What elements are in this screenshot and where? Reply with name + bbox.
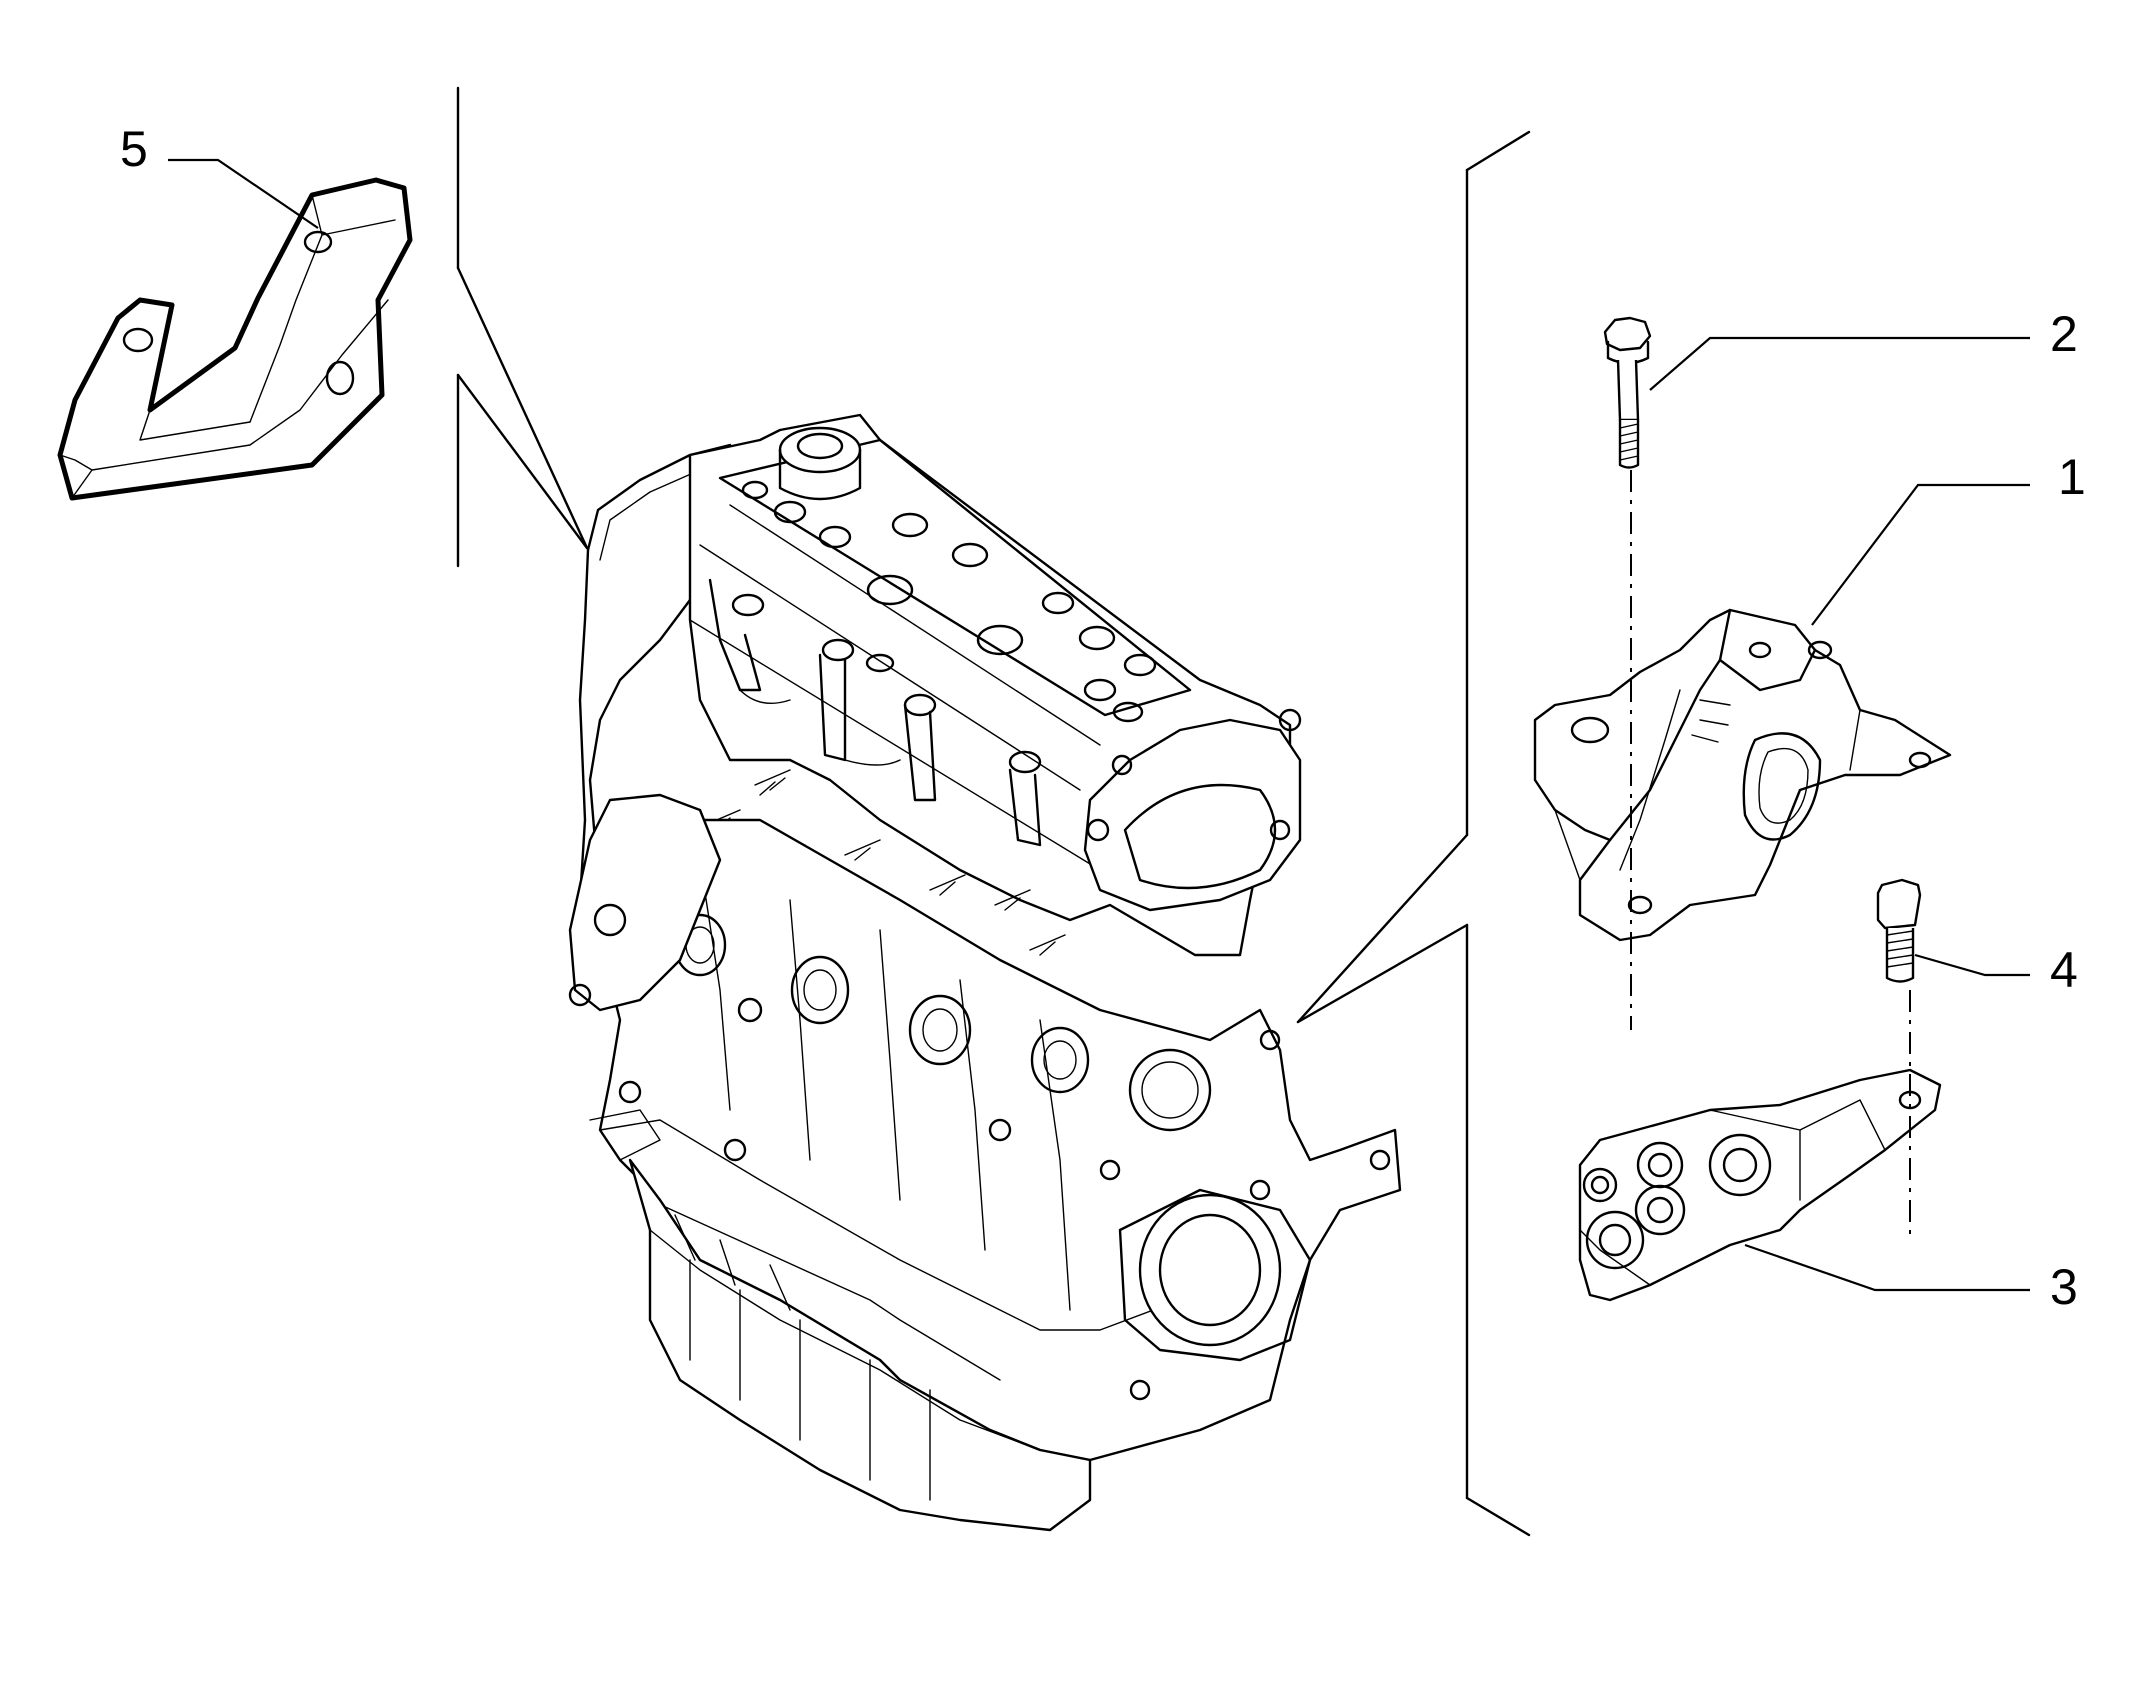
part-5-bracket	[60, 180, 410, 498]
leader-line-4	[1915, 955, 2030, 975]
part-1-engine-mount	[1535, 610, 1950, 940]
part-2-bolt	[1605, 318, 1650, 468]
leader-line-1	[1812, 485, 2030, 625]
part-3-mount-support	[1580, 1070, 1940, 1300]
leader-line-5	[168, 160, 318, 228]
part-4-bolt	[1878, 880, 1920, 982]
callout-number-5: 5	[120, 121, 148, 177]
right-group-bracket	[1298, 132, 1529, 1535]
engine-block	[570, 415, 1400, 1530]
callout-number-1: 1	[2058, 449, 2086, 505]
callout-number-2: 2	[2050, 306, 2078, 362]
leader-line-3	[1745, 1245, 2030, 1290]
left-group-bracket	[458, 88, 587, 566]
callout-number-4: 4	[2050, 942, 2078, 998]
leader-line-2	[1650, 338, 2030, 390]
callout-number-3: 3	[2050, 1259, 2078, 1315]
